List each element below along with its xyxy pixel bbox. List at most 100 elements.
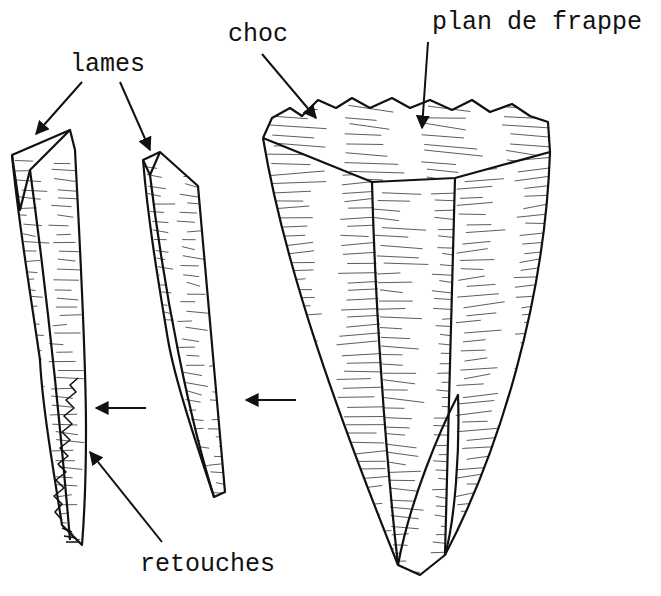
hatch-stroke [517,419,560,422]
hatch-stroke [271,334,303,336]
hatch-stroke [347,362,395,363]
hatch-stroke [216,320,238,321]
hatch-stroke [422,135,464,138]
hatch-stroke [381,500,415,501]
hatch-stroke [24,242,50,244]
hatch-stroke [274,178,308,180]
hatch-stroke [275,226,307,227]
hatch-stroke [271,235,305,236]
hatch-stroke [87,161,101,163]
hatch-stroke [51,388,74,390]
leader-arrow [422,42,428,128]
hatch-stroke [155,291,172,293]
hatch-stroke [92,395,118,397]
hatch-stroke [375,417,411,419]
hatch-stroke [524,251,551,254]
hatch-stroke [91,368,107,371]
hatch-stroke [347,224,390,226]
hatch-stroke [375,346,418,349]
hatch-stroke [214,456,237,457]
hatch-stroke [425,123,466,130]
blade-outline [143,152,225,497]
hatch-stroke [87,223,111,227]
surface-hatching [455,157,565,551]
hatch-stroke [344,164,385,167]
hatch-stroke [218,384,242,385]
hatch-stroke [463,302,504,308]
hatch-stroke [424,144,477,149]
hatch-stroke [18,423,38,426]
hatch-stroke [213,167,235,168]
hatch-stroke [342,155,380,156]
hatch-stroke [16,232,35,236]
hatch-stroke [463,393,498,397]
hatch-stroke [523,375,562,377]
hatch-stroke [344,416,383,417]
hatch-stroke [517,213,558,217]
hatch-stroke [442,571,474,572]
hatch-stroke [182,239,196,240]
hatch-stroke [93,449,113,450]
hatch-stroke [345,522,373,524]
hatch-stroke [186,311,209,313]
hatch-stroke [270,161,326,165]
hatch-stroke [341,542,375,544]
hatch-stroke [524,195,565,197]
hatch-stroke [187,294,206,295]
hatch-stroke [465,358,488,361]
hatch-stroke [144,447,160,449]
hatch-stroke [525,537,555,542]
hatch-stroke [85,197,106,199]
hatch-stroke [516,482,542,487]
hatch-stroke [56,377,84,378]
hatch-stroke [383,515,419,519]
hatch-stroke [210,192,225,195]
hatch-stroke [58,370,85,371]
hatch-stroke [145,357,158,359]
hatch-stroke [215,248,228,250]
hatch-stroke [382,193,421,195]
hatch-stroke [381,397,424,402]
hatch-stroke [440,363,479,364]
hatch-stroke [272,135,314,138]
hatch-stroke [270,477,300,480]
hatch-stroke [55,289,72,290]
hatch-stroke [438,229,464,230]
hatch-stroke [267,469,316,471]
hatch-stroke [343,191,383,194]
hatch-stroke [378,471,421,473]
hatch-stroke [510,144,566,148]
hatch-stroke [379,389,407,390]
blade-ridge [150,152,214,497]
hatch-stroke [458,276,485,280]
hatch-stroke [514,530,537,531]
hatch-stroke [266,423,307,426]
hatch-stroke [56,460,75,461]
hatch-stroke [154,382,167,384]
hatch-stroke [381,407,404,408]
hatch-stroke [343,387,396,389]
sequence-arrow [96,407,146,409]
hatch-stroke [152,336,168,340]
hatch-stroke [378,460,406,464]
hatch-stroke [57,495,72,497]
hatch-stroke [525,385,562,387]
hatch-stroke [268,279,305,282]
hatch-stroke [185,327,207,330]
hatch-stroke [378,480,415,482]
hatch-stroke [180,194,199,197]
hatch-stroke [90,351,118,353]
part-label: plan de frappe [432,10,642,35]
hatch-stroke [150,390,174,395]
hatch-stroke [520,492,546,495]
hatch-stroke [270,242,313,247]
hatch-stroke [515,333,542,335]
hatch-stroke [344,495,372,497]
part-label: choc [228,22,288,47]
hatch-stroke [378,337,410,338]
hatch-stroke [523,356,558,361]
hatch-stroke [522,312,562,315]
hatch-stroke [380,317,422,319]
hatch-stroke [153,304,168,306]
leader-arrow [36,82,82,134]
